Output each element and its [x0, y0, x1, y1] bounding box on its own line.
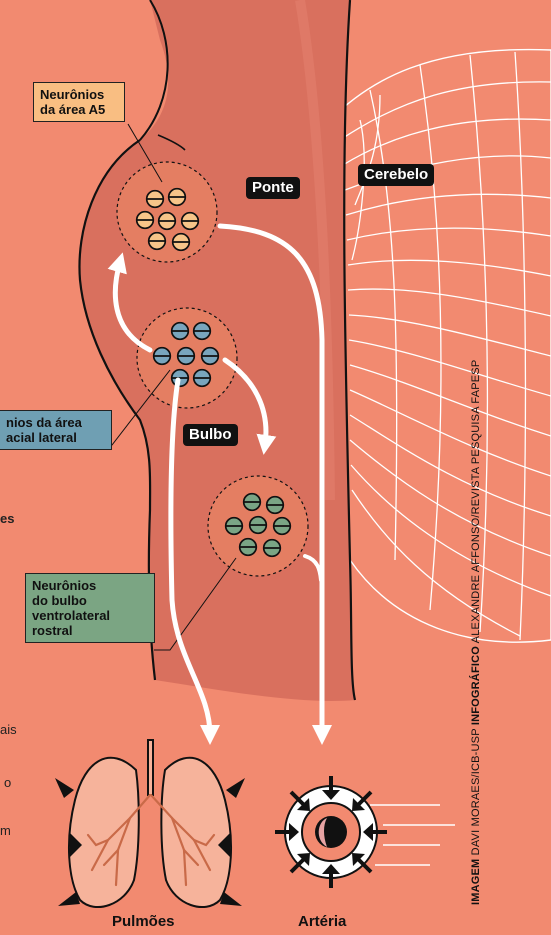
edge-text-3: o: [4, 775, 11, 790]
credit-imagem-label: IMAGEM: [470, 859, 482, 905]
label-neurons-facial: nios da área acial lateral: [0, 410, 112, 450]
credit-infografico-text: ALEXANDRE AFFONSO/REVISTA PESQUISA FAPES…: [470, 360, 482, 644]
label-neurons-rostral: Neurônios do bulbo ventrolateral rostral: [25, 573, 155, 643]
label-ponte: Ponte: [246, 177, 300, 199]
edge-text-4: m: [0, 823, 11, 838]
credit-imagem-text: DAVI MORAES/ICB-USP: [470, 728, 482, 855]
neurons-rostral: [208, 476, 308, 576]
edge-text-2: ais: [0, 722, 17, 737]
credit-infografico-label: INFOGRÁFICO: [470, 646, 482, 725]
artery-icon: [275, 776, 455, 888]
cerebellum-icon: [330, 50, 551, 643]
edge-text-1: es: [0, 511, 14, 526]
label-cerebelo: Cerebelo: [358, 164, 434, 186]
label-arteria: Artéria: [298, 913, 346, 930]
neurons-a5: [117, 162, 217, 262]
lungs-icon: [54, 740, 246, 907]
label-pulmoes: Pulmões: [112, 913, 175, 930]
label-bulbo: Bulbo: [183, 424, 238, 446]
label-neurons-a5: Neurônios da área A5: [33, 82, 125, 122]
image-credit: IMAGEM DAVI MORAES/ICB-USP INFOGRÁFICO A…: [470, 360, 482, 905]
